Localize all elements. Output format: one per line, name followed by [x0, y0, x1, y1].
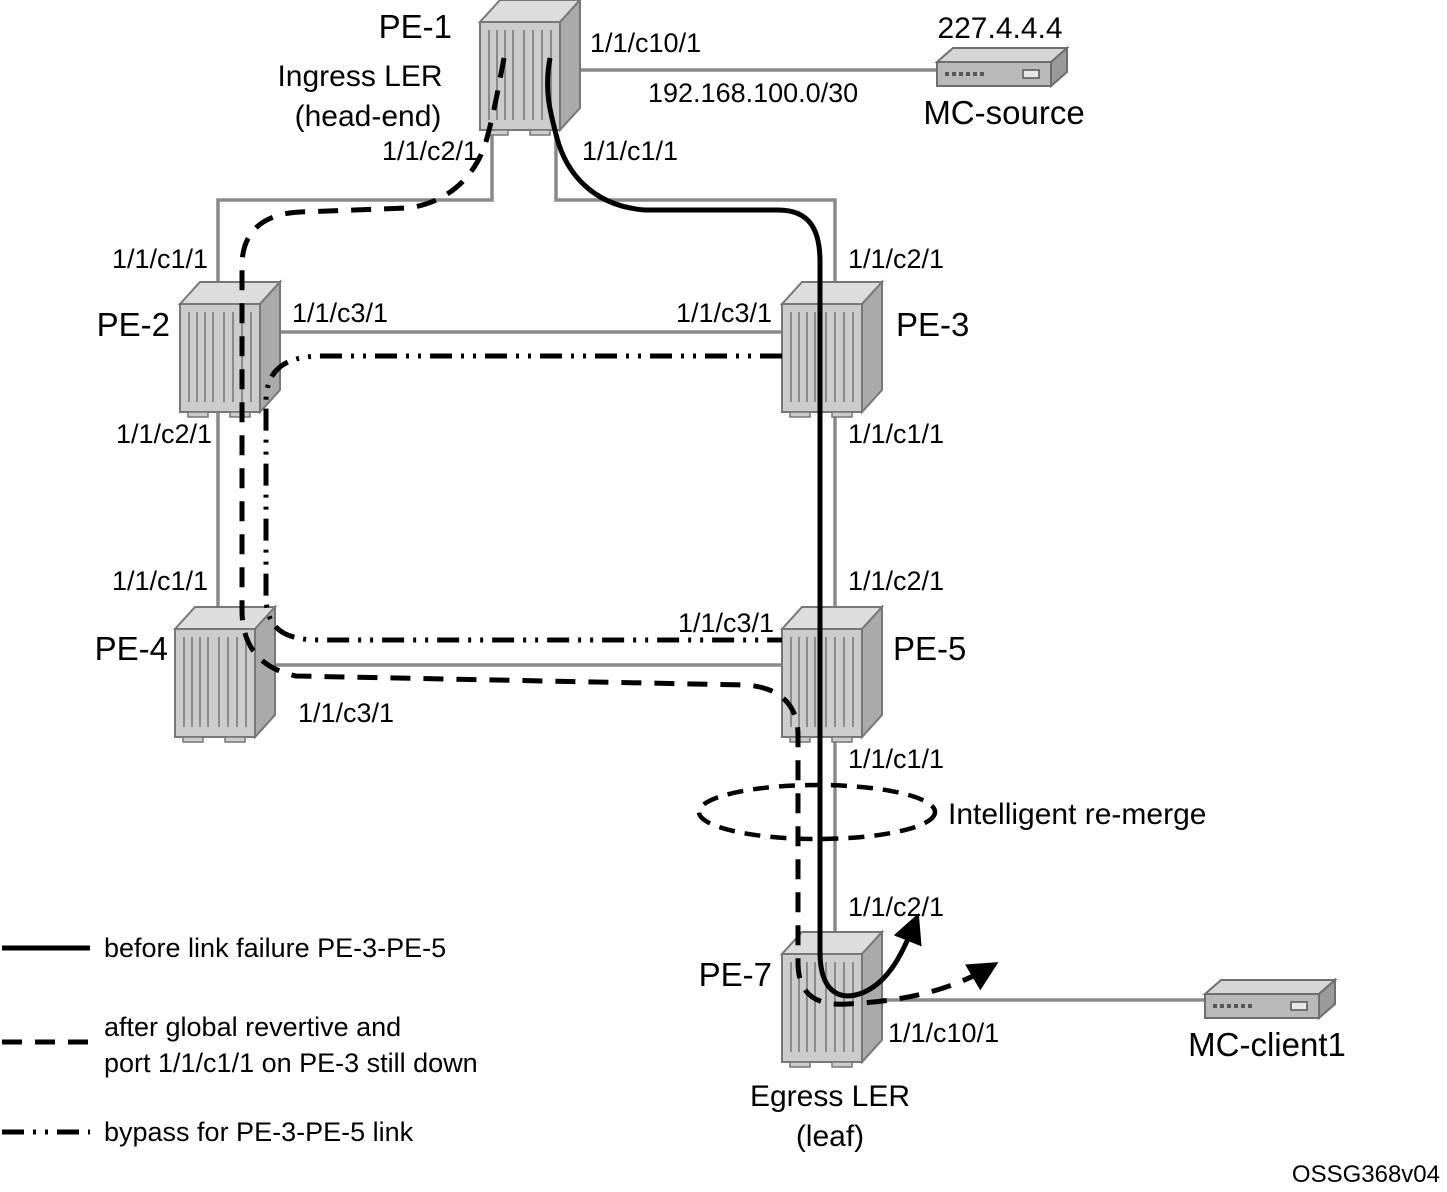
intelligent-remerge-ellipse — [696, 782, 938, 842]
device-icon-mc-source — [936, 47, 1068, 87]
port-pe3-c3: 1/1/c3/1 — [676, 298, 772, 328]
path-before-failure — [545, 57, 922, 999]
pe4-label: PE-4 — [95, 630, 168, 667]
legend: before link failure PE-3-PE-5 after glob… — [2, 933, 478, 1147]
pe1-role-line1: Ingress LER — [277, 60, 442, 93]
pe3-label: PE-3 — [896, 306, 969, 343]
router-icon-pe5 — [781, 606, 883, 743]
port-pe2-c3: 1/1/c3/1 — [292, 298, 388, 328]
legend-dashed-label-line2: port 1/1/c1/1 on PE-3 still down — [104, 1048, 478, 1078]
port-pe3-c1: 1/1/c1/1 — [848, 419, 944, 449]
port-pe4-c3: 1/1/c3/1 — [298, 698, 394, 728]
pe7-label: PE-7 — [699, 956, 772, 993]
port-pe1-c2: 1/1/c2/1 — [382, 136, 478, 166]
port-pe5-c1: 1/1/c1/1 — [848, 744, 944, 774]
physical-links — [216, 68, 1207, 1002]
port-pe3-c2: 1/1/c2/1 — [848, 244, 944, 274]
intelligent-remerge-label: Intelligent re-merge — [948, 798, 1206, 831]
figure-watermark: OSSG368v04 — [1292, 1161, 1440, 1188]
port-pe1-c10: 1/1/c10/1 — [590, 28, 701, 58]
router-icon-pe1 — [479, 0, 581, 136]
pe7-role-line1: Egress LER — [750, 1080, 910, 1113]
mc-client1-label: MC-client1 — [1188, 1026, 1346, 1063]
link-pe1-pe3 — [554, 128, 837, 284]
legend-dashdotdot-label: bypass for PE-3-PE-5 link — [104, 1117, 414, 1147]
port-pe7-c10: 1/1/c10/1 — [888, 1018, 999, 1048]
port-pe2-c1: 1/1/c1/1 — [112, 244, 208, 274]
router-icon-pe3 — [781, 281, 883, 418]
mc-source-address: 227.4.4.4 — [937, 12, 1062, 45]
router-icon-pe7 — [781, 931, 883, 1068]
link-pe1-pe2 — [216, 128, 494, 284]
path-bypass-pe3-pe5 — [263, 353, 782, 643]
pe2-label: PE-2 — [97, 306, 170, 343]
port-pe4-c1: 1/1/c1/1 — [112, 566, 208, 596]
pe5-label: PE-5 — [893, 630, 966, 667]
pe7-role-line2: (leaf) — [796, 1120, 864, 1153]
router-icon-pe4 — [174, 606, 276, 743]
subnet-pe1-mcsource: 192.168.100.0/30 — [648, 78, 858, 108]
pe1-label: PE-1 — [379, 8, 452, 45]
port-pe7-c2: 1/1/c2/1 — [848, 892, 944, 922]
port-pe1-c1: 1/1/c1/1 — [582, 136, 678, 166]
mc-source-label: MC-source — [923, 94, 1084, 131]
port-pe5-c3: 1/1/c3/1 — [678, 608, 774, 638]
port-pe5-c2: 1/1/c2/1 — [848, 566, 944, 596]
path-after-revertive — [239, 57, 999, 1007]
device-icon-mc-client1 — [1204, 979, 1336, 1019]
legend-dashed-label-line1: after global revertive and — [104, 1012, 401, 1042]
port-pe2-c2: 1/1/c2/1 — [116, 419, 212, 449]
pe1-role-line2: (head-end) — [295, 100, 442, 133]
legend-solid-label: before link failure PE-3-PE-5 — [104, 933, 446, 963]
